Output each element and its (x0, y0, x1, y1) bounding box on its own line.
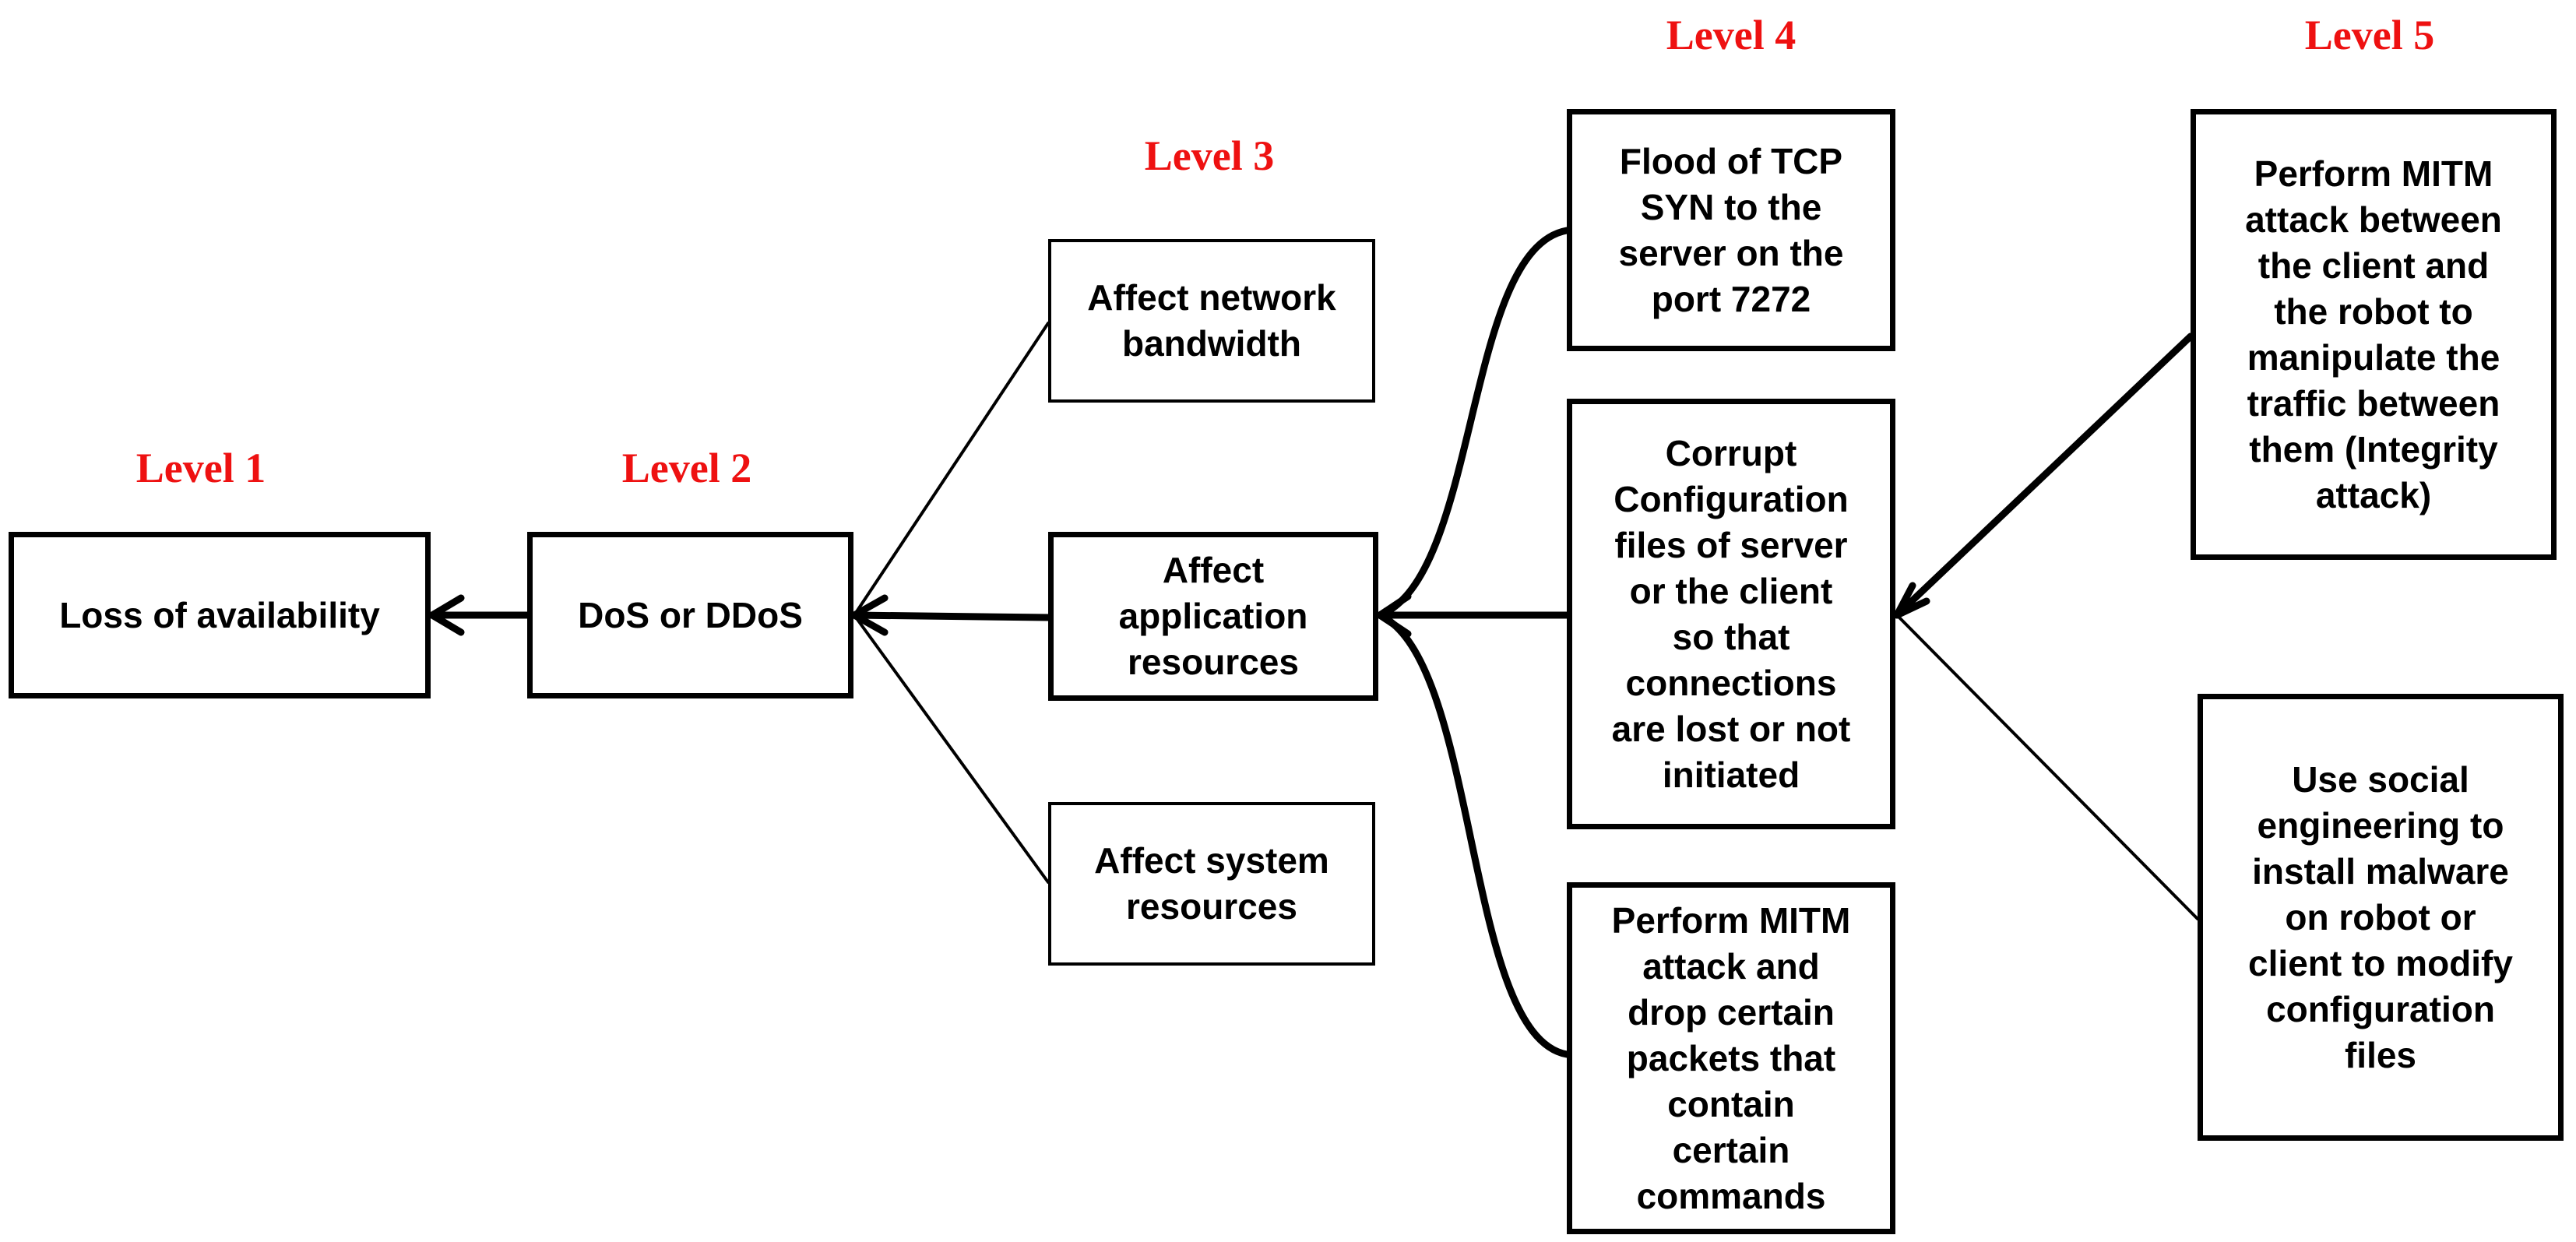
node-affect-network-bandwidth: Affect network bandwidth (1048, 239, 1375, 403)
node-loss-of-availability-text: Loss of availability (59, 594, 380, 635)
level-1-label: Level 1 (135, 445, 266, 491)
arrowhead-application (1376, 593, 1412, 638)
node-social-engineering-malware: Use social engineering to install malwar… (2198, 694, 2564, 1141)
arrowhead-corrupt (1893, 582, 1930, 619)
edge-application-to-dos (850, 611, 1052, 621)
edge-system-to-dos (853, 614, 1050, 884)
arrowhead-loss (428, 594, 465, 636)
node-loss-of-availability: Loss of availability (9, 532, 431, 698)
arrowhead-dos (850, 594, 889, 636)
node-affect-system-resources-text: Affect system resources (1094, 840, 1329, 927)
node-mitm-drop-packets: Perform MITM attack and drop certain pac… (1567, 882, 1895, 1234)
node-mitm-manipulate-traffic-text: Perform MITM attack between the client a… (2245, 153, 2502, 515)
edge-mitm-manipulate-to-corrupt (1893, 332, 2194, 619)
node-affect-system-resources: Affect system resources (1048, 802, 1375, 966)
node-dos-or-ddos: DoS or DDoS (527, 532, 853, 698)
node-affect-application-resources: Affect application resources (1048, 532, 1378, 701)
node-social-engineering-malware-text: Use social engineering to install malwar… (2248, 758, 2513, 1075)
node-affect-network-bandwidth-text: Affect network bandwidth (1087, 277, 1336, 364)
node-affect-application-resources-text: Affect application resources (1118, 550, 1308, 682)
level-5-label: Level 5 (2304, 12, 2435, 58)
node-flood-tcp-syn: Flood of TCP SYN to the server on the po… (1567, 109, 1895, 351)
edge-social-to-corrupt (1895, 614, 2199, 920)
node-corrupt-configuration: Corrupt Configuration files of server or… (1567, 399, 1895, 829)
level-4-label: Level 4 (1666, 12, 1797, 58)
node-corrupt-configuration-text: Corrupt Configuration files of server or… (1611, 432, 1851, 795)
node-flood-tcp-syn-text: Flood of TCP SYN to the server on the po… (1618, 140, 1844, 319)
edge-network-to-dos (853, 322, 1050, 617)
node-mitm-manipulate-traffic: Perform MITM attack between the client a… (2191, 109, 2557, 560)
level-3-label: Level 3 (1144, 132, 1275, 179)
edge-flood-to-application (1376, 227, 1571, 619)
node-dos-or-ddos-text: DoS or DDoS (578, 594, 803, 635)
level-2-label: Level 2 (621, 445, 752, 491)
edge-mitm-drop-to-application (1376, 611, 1571, 1058)
node-mitm-drop-packets-text: Perform MITM attack and drop certain pac… (1611, 899, 1851, 1216)
